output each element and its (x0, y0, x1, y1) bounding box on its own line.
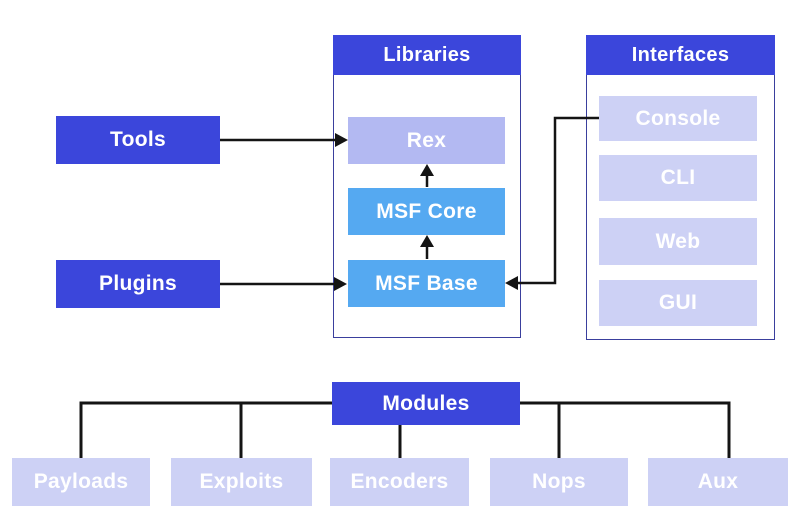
connector-modules-aux (520, 401, 731, 458)
rex-box: Rex (348, 117, 505, 164)
modules-box: Modules (332, 382, 520, 425)
cli-box: CLI (599, 155, 757, 201)
exploits-box: Exploits (171, 458, 312, 506)
payloads-box: Payloads (12, 458, 150, 506)
web-box: Web (599, 218, 757, 265)
aux-box: Aux (648, 458, 788, 506)
msf-base-box: MSF Base (348, 260, 505, 307)
connector-modules-payloads (79, 401, 332, 458)
libraries-header: Libraries (333, 35, 521, 75)
interfaces-header: Interfaces (586, 35, 775, 75)
gui-box: GUI (599, 280, 757, 326)
tools-box: Tools (56, 116, 220, 164)
console-box: Console (599, 96, 757, 141)
msf-core-box: MSF Core (348, 188, 505, 235)
nops-box: Nops (490, 458, 628, 506)
encoders-box: Encoders (330, 458, 469, 506)
plugins-box: Plugins (56, 260, 220, 308)
